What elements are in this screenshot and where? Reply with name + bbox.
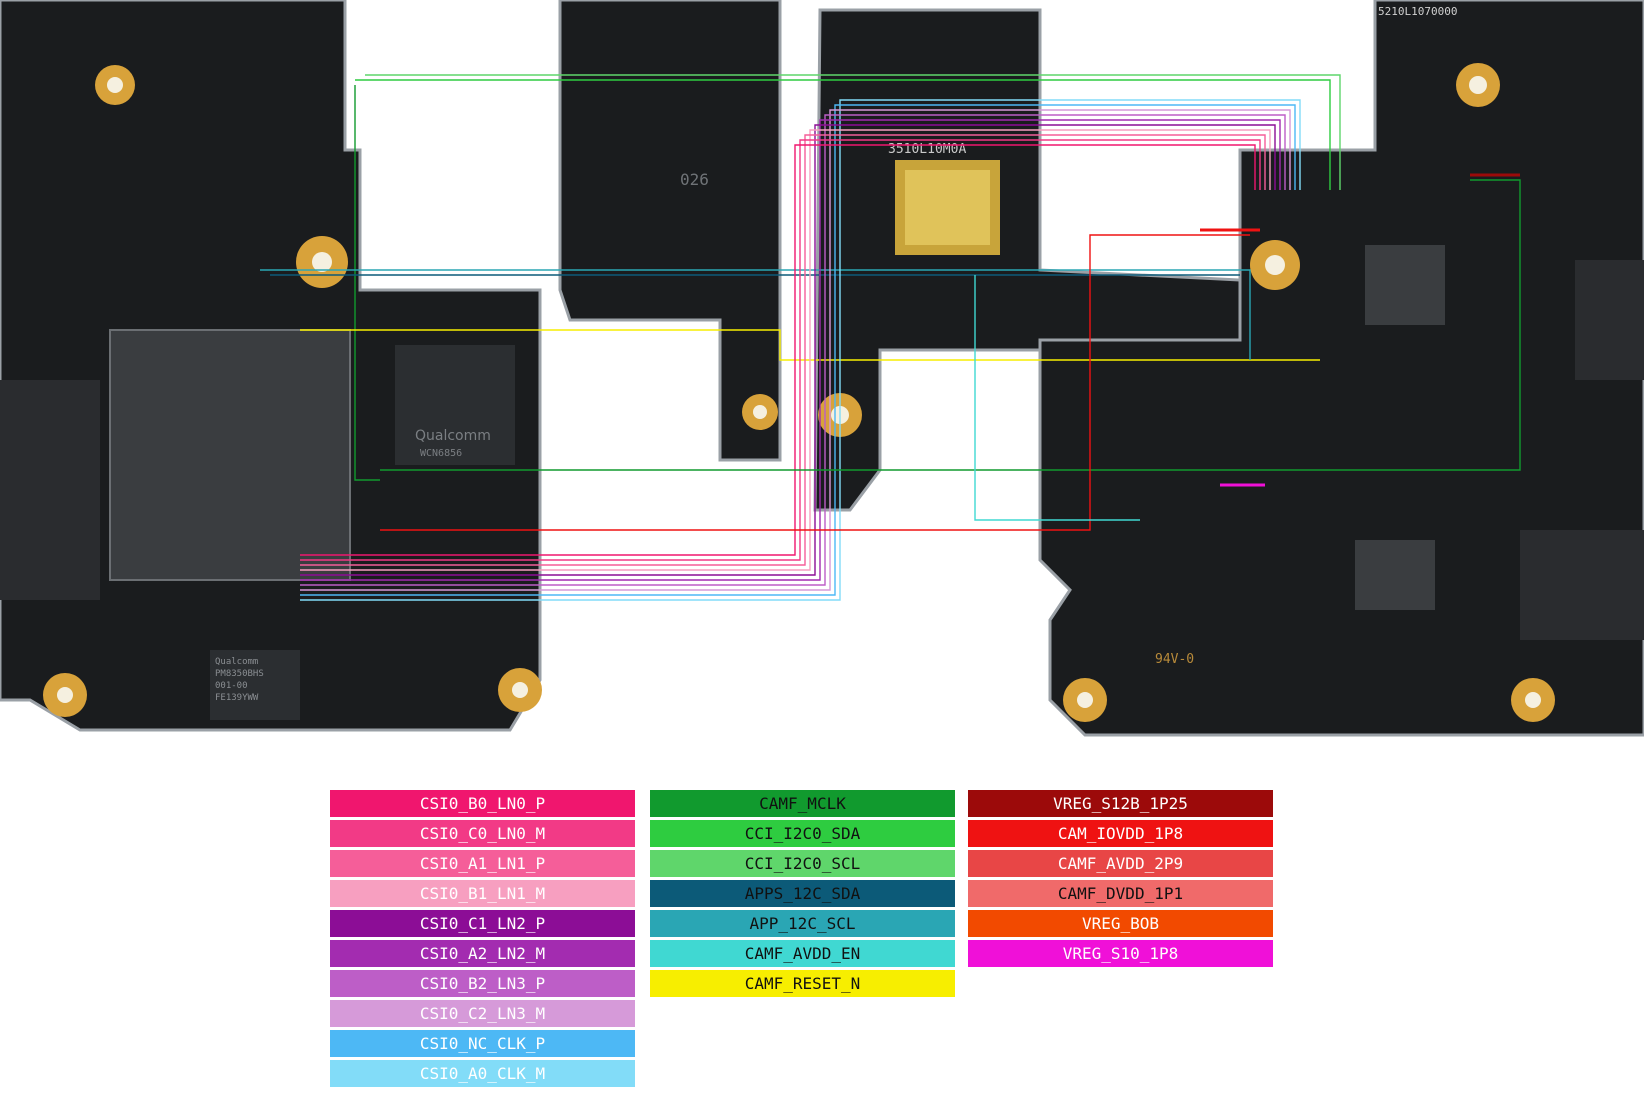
soc-bga-area xyxy=(109,329,351,581)
trace-csi0-nc-clk-p xyxy=(300,104,1296,596)
trace-csi0-c1-ln2-p xyxy=(300,124,1276,576)
legend-item: CAMF_AVDD_2P9 xyxy=(968,850,1273,877)
legend-column-csi: CSI0_B0_LN0_P CSI0_C0_LN0_M CSI0_A1_LN1_… xyxy=(330,790,635,1090)
legend-item: CSI0_NC_CLK_P xyxy=(330,1030,635,1057)
legend-item: CSI0_A1_LN1_P xyxy=(330,850,635,877)
legend-item: VREG_S12B_1P25 xyxy=(968,790,1273,817)
legend-item: APPS_12C_SDA xyxy=(650,880,955,907)
trace-app-i2c-scl xyxy=(260,269,1251,360)
legend-item: CCI_I2C0_SDA xyxy=(650,820,955,847)
left-board: Qualcomm WCN6856 Qualcomm PM8350BHS 001-… xyxy=(0,0,542,732)
legend-item: CAMF_MCLK xyxy=(650,790,955,817)
wifi-chip xyxy=(395,345,515,465)
trace-cci-i2c0-scl xyxy=(365,74,1341,190)
trace-csi0-c2-ln3-m xyxy=(300,109,1291,591)
pmic-label-1: Qualcomm xyxy=(215,657,258,667)
legend-item: VREG_S10_1P8 xyxy=(968,940,1273,967)
legend-item: CSI0_C0_LN0_M xyxy=(330,820,635,847)
legend-item: CSI0_A2_LN2_M xyxy=(330,940,635,967)
bga-chip xyxy=(1355,540,1435,610)
trace-csi0-a2-ln2-m xyxy=(300,119,1281,581)
board-code-label: 5210L1070000 xyxy=(1378,5,1457,18)
ic-chip xyxy=(1520,530,1644,640)
screw-hole-center xyxy=(57,687,73,703)
legend-item: CSI0_B0_LN0_P xyxy=(330,790,635,817)
signal-traces xyxy=(260,74,1521,601)
middle-flex-left: 026 xyxy=(558,0,782,462)
trace-cci-i2c0-sda xyxy=(355,79,1331,190)
trace-csi0-a1-ln1-p xyxy=(300,134,1266,566)
screw-hole-center xyxy=(1265,255,1285,275)
ic-chip xyxy=(1575,260,1644,380)
pmic-label-3: 001-00 xyxy=(215,681,248,691)
trace-csi0-c0-ln0-m xyxy=(300,139,1261,561)
legend-item: CAMF_AVDD_EN xyxy=(650,940,955,967)
pmic-label-4: FE139YWW xyxy=(215,693,259,703)
wifi-chip-brand: Qualcomm xyxy=(415,428,491,444)
camera-chip-label: 3510L10M0A xyxy=(888,142,966,157)
screw-hole-center xyxy=(1077,692,1093,708)
legend-item: CAMF_DVDD_1P1 xyxy=(968,880,1273,907)
pcb-rating-label: 94V-0 xyxy=(1155,652,1194,667)
legend-item: CCI_I2C0_SCL xyxy=(650,850,955,877)
screw-hole-center xyxy=(1469,76,1487,94)
trace-csi0-b1-ln1-m xyxy=(300,129,1271,571)
screw-hole-center xyxy=(312,252,332,272)
trace-camf-reset-n xyxy=(300,329,1320,361)
pmic-chip xyxy=(210,650,300,720)
screw-hole-center xyxy=(753,405,767,419)
screw-hole-center xyxy=(512,682,528,698)
legend-item: CSI0_C2_LN3_M xyxy=(330,1000,635,1027)
legend-column-control: CAMF_MCLK CCI_I2C0_SDA CCI_I2C0_SCL APPS… xyxy=(650,790,955,1000)
legend-item: APP_12C_SCL xyxy=(650,910,955,937)
pmic-label-2: PM8350BHS xyxy=(215,669,264,679)
trace-csi0-b2-ln3-p xyxy=(300,114,1286,586)
flex-code-label: 026 xyxy=(680,170,709,189)
trace-cam-iovdd-1p8 xyxy=(380,234,1250,531)
ram-chip xyxy=(0,380,100,600)
legend-item: CSI0_B2_LN3_P xyxy=(330,970,635,997)
bga-chip xyxy=(1365,245,1445,325)
screw-hole-center xyxy=(107,77,123,93)
wifi-chip-model: WCN6856 xyxy=(420,448,462,459)
trace-csi0-b0-ln0-p xyxy=(300,144,1256,556)
camera-module-inner xyxy=(905,170,990,245)
right-board: 5210L1070000 94V-0 xyxy=(1038,0,1644,737)
trace-csi0-a0-clk-m xyxy=(300,99,1301,601)
screw-hole-center xyxy=(1525,692,1541,708)
legend-column-power: VREG_S12B_1P25 CAM_IOVDD_1P8 CAMF_AVDD_2… xyxy=(968,790,1273,970)
pcb-board-diagram: Qualcomm WCN6856 Qualcomm PM8350BHS 001-… xyxy=(0,0,1644,737)
trace-camf-mclk xyxy=(354,85,380,481)
trace-camf-avdd-en xyxy=(974,275,1140,521)
legend-item: CSI0_B1_LN1_M xyxy=(330,880,635,907)
legend-item: VREG_BOB xyxy=(968,910,1273,937)
trace-camf-mclk-right xyxy=(380,179,1521,471)
legend-item: CSI0_A0_CLK_M xyxy=(330,1060,635,1087)
legend-item: CAM_IOVDD_1P8 xyxy=(968,820,1273,847)
legend-item: CAMF_RESET_N xyxy=(650,970,955,997)
legend-item: CSI0_C1_LN2_P xyxy=(330,910,635,937)
